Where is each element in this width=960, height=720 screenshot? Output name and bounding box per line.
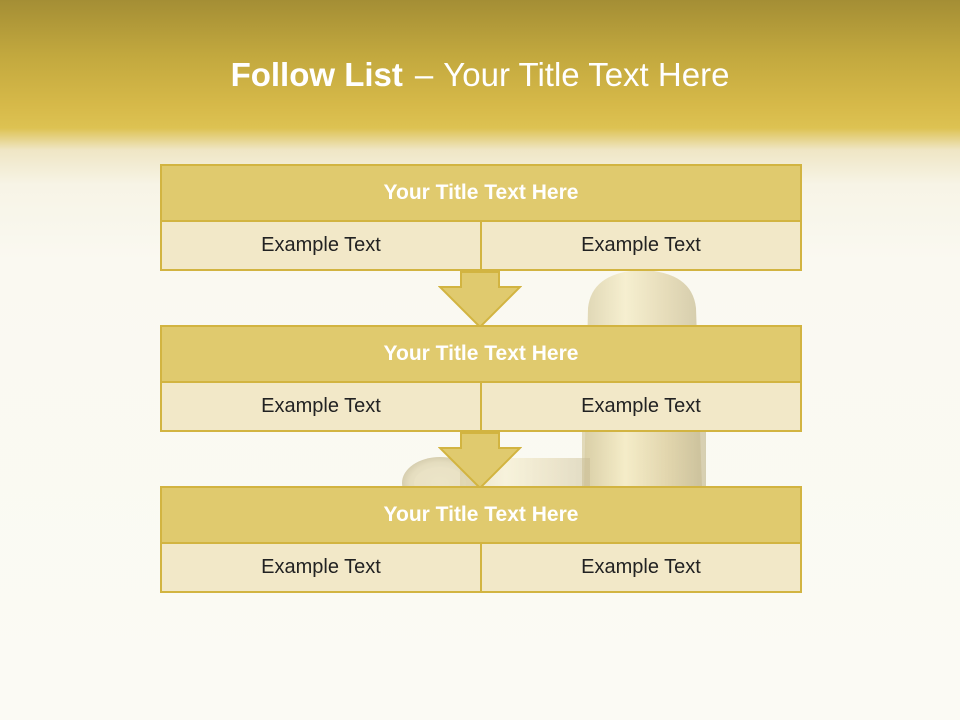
title-separator: –: [414, 56, 434, 93]
down-arrow-icon: [438, 432, 522, 490]
slide-title: Follow List–Your Title Text Here: [0, 52, 960, 98]
title-bold-part: Follow List: [230, 56, 403, 93]
list-block-2: Your Title Text Here Example Text Exampl…: [160, 325, 802, 433]
list-block-1: Your Title Text Here Example Text Exampl…: [160, 164, 802, 272]
down-arrow-icon: [438, 271, 522, 329]
block-right-text: Example Text: [480, 381, 802, 432]
block-right-text: Example Text: [480, 220, 802, 271]
block-title: Your Title Text Here: [160, 486, 802, 544]
list-block-3: Your Title Text Here Example Text Exampl…: [160, 486, 802, 594]
block-title: Your Title Text Here: [160, 325, 802, 383]
block-left-text: Example Text: [160, 381, 482, 432]
block-right-text: Example Text: [480, 542, 802, 593]
block-left-text: Example Text: [160, 542, 482, 593]
block-title: Your Title Text Here: [160, 164, 802, 222]
title-rest-part: Your Title Text Here: [443, 56, 730, 93]
block-left-text: Example Text: [160, 220, 482, 271]
